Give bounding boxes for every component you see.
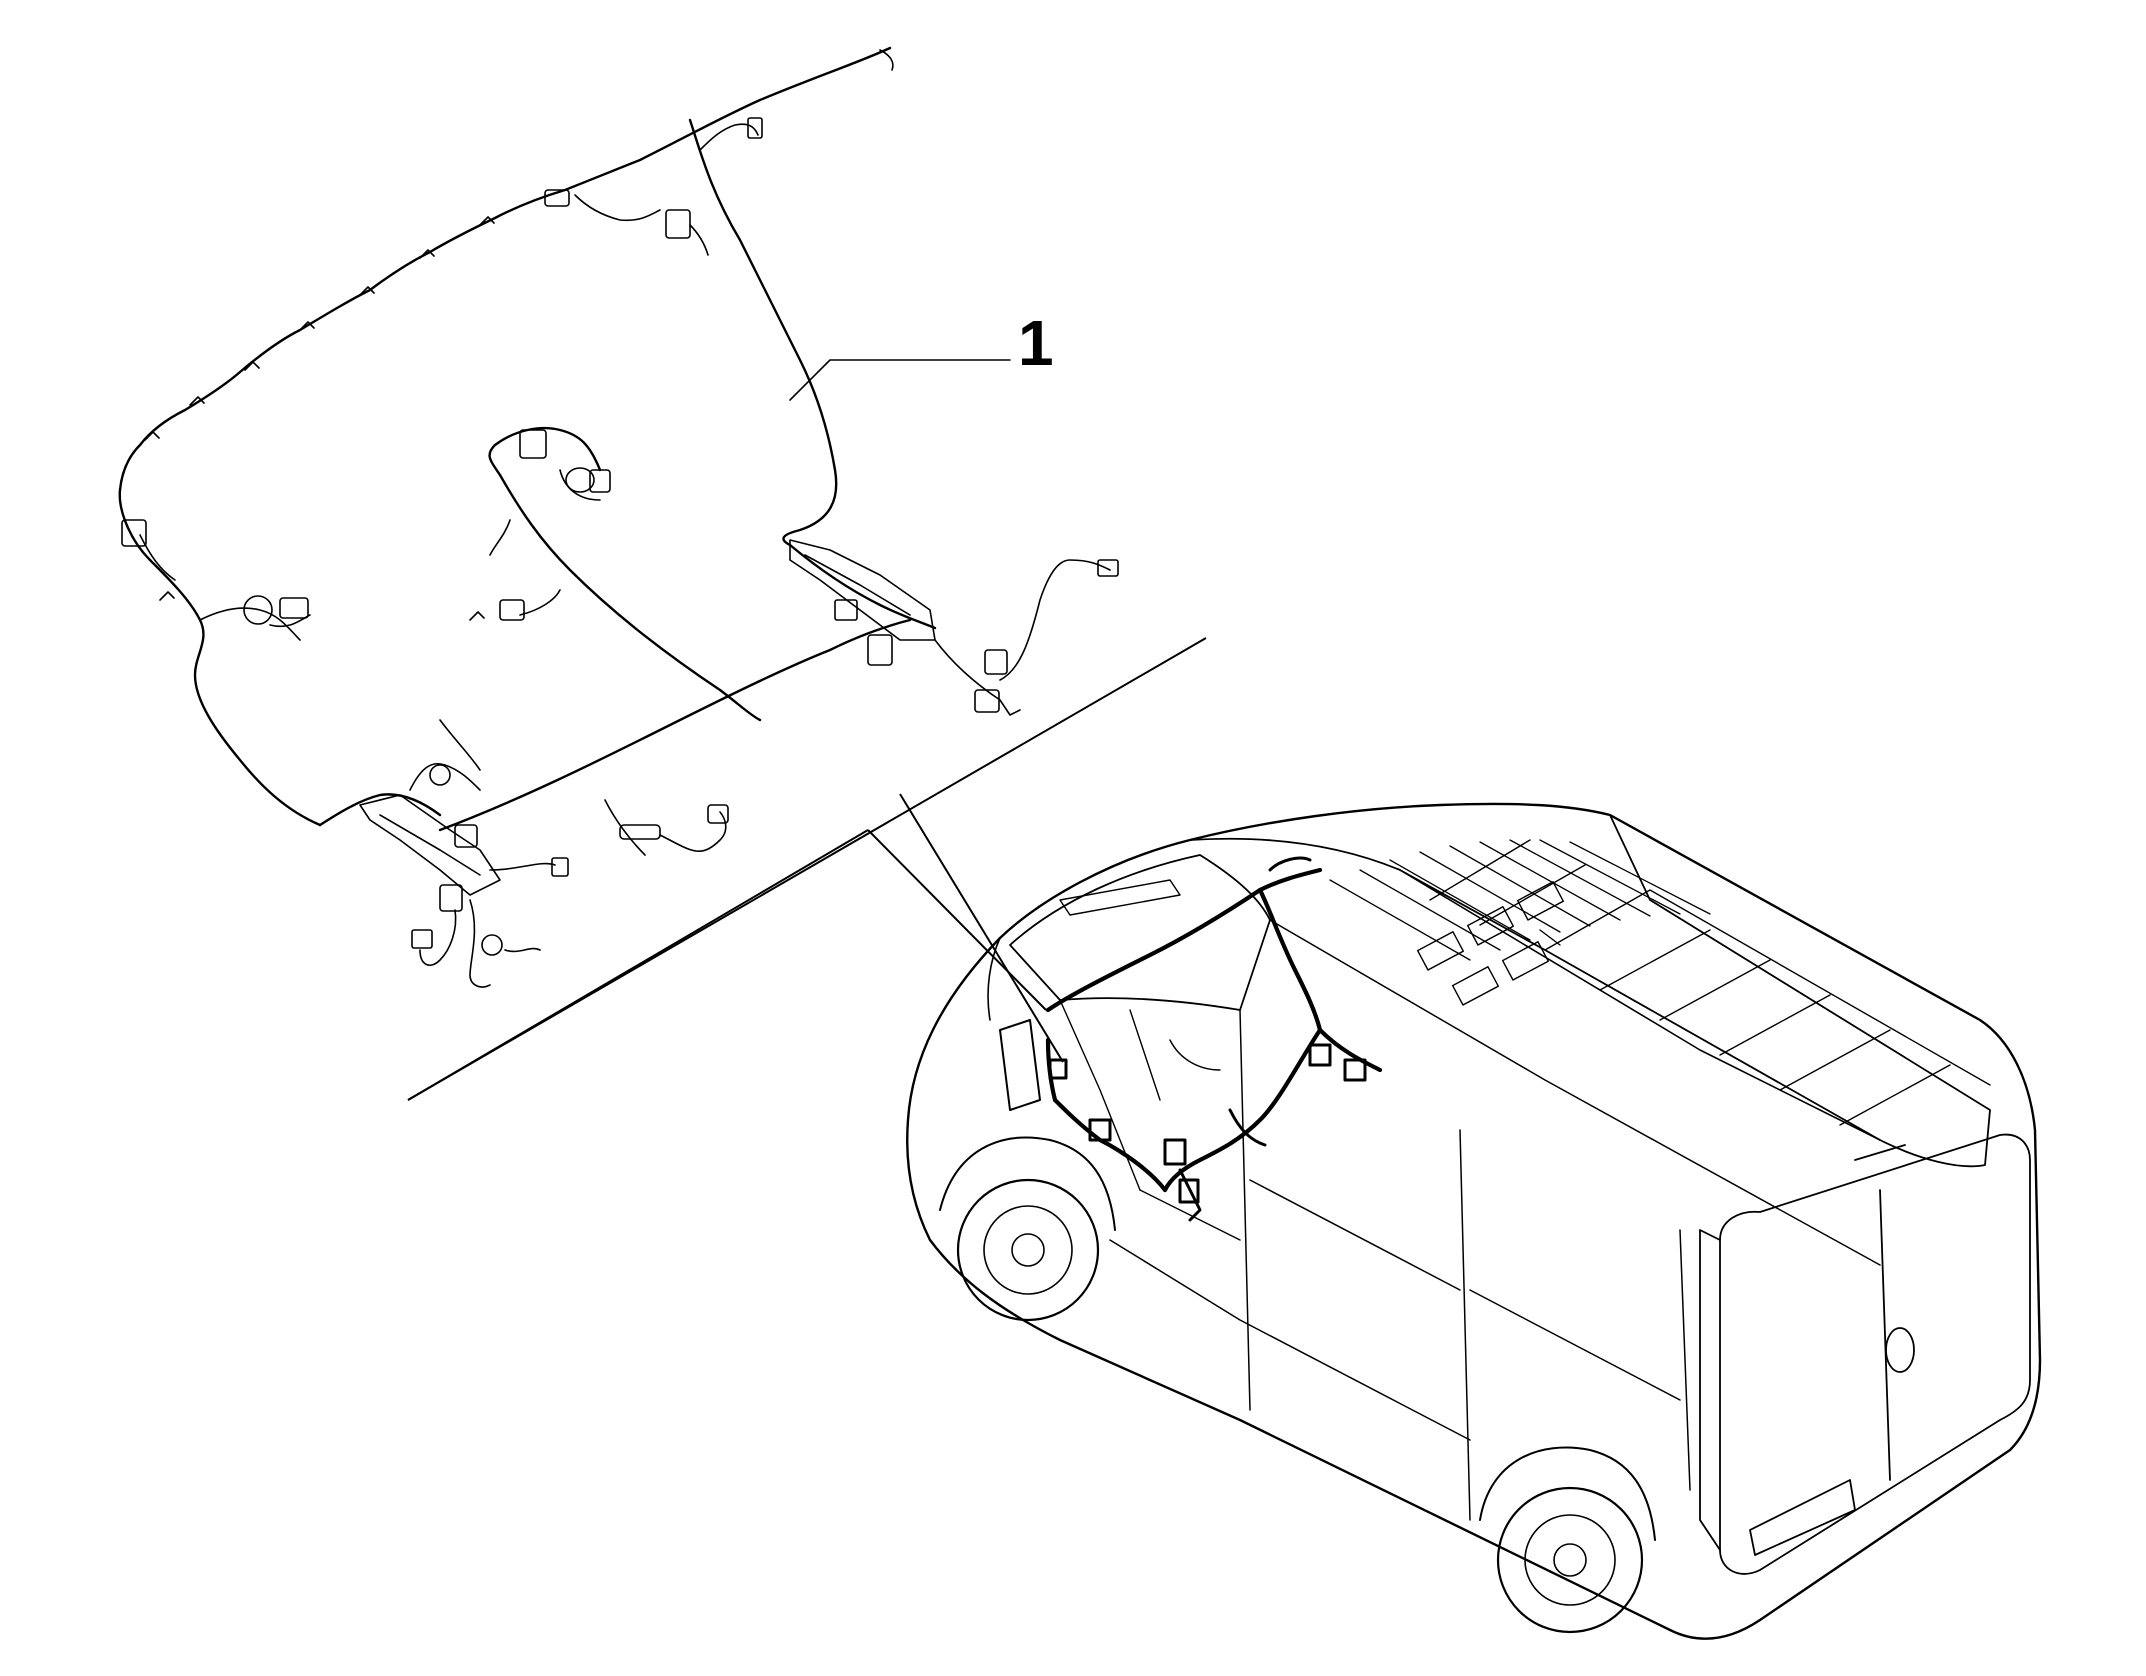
van-outline	[905, 802, 2042, 1640]
callout-label-1: 1	[1018, 307, 1054, 379]
wiring-harness-exploded	[118, 46, 1119, 988]
separator-lines	[407, 637, 1207, 1101]
